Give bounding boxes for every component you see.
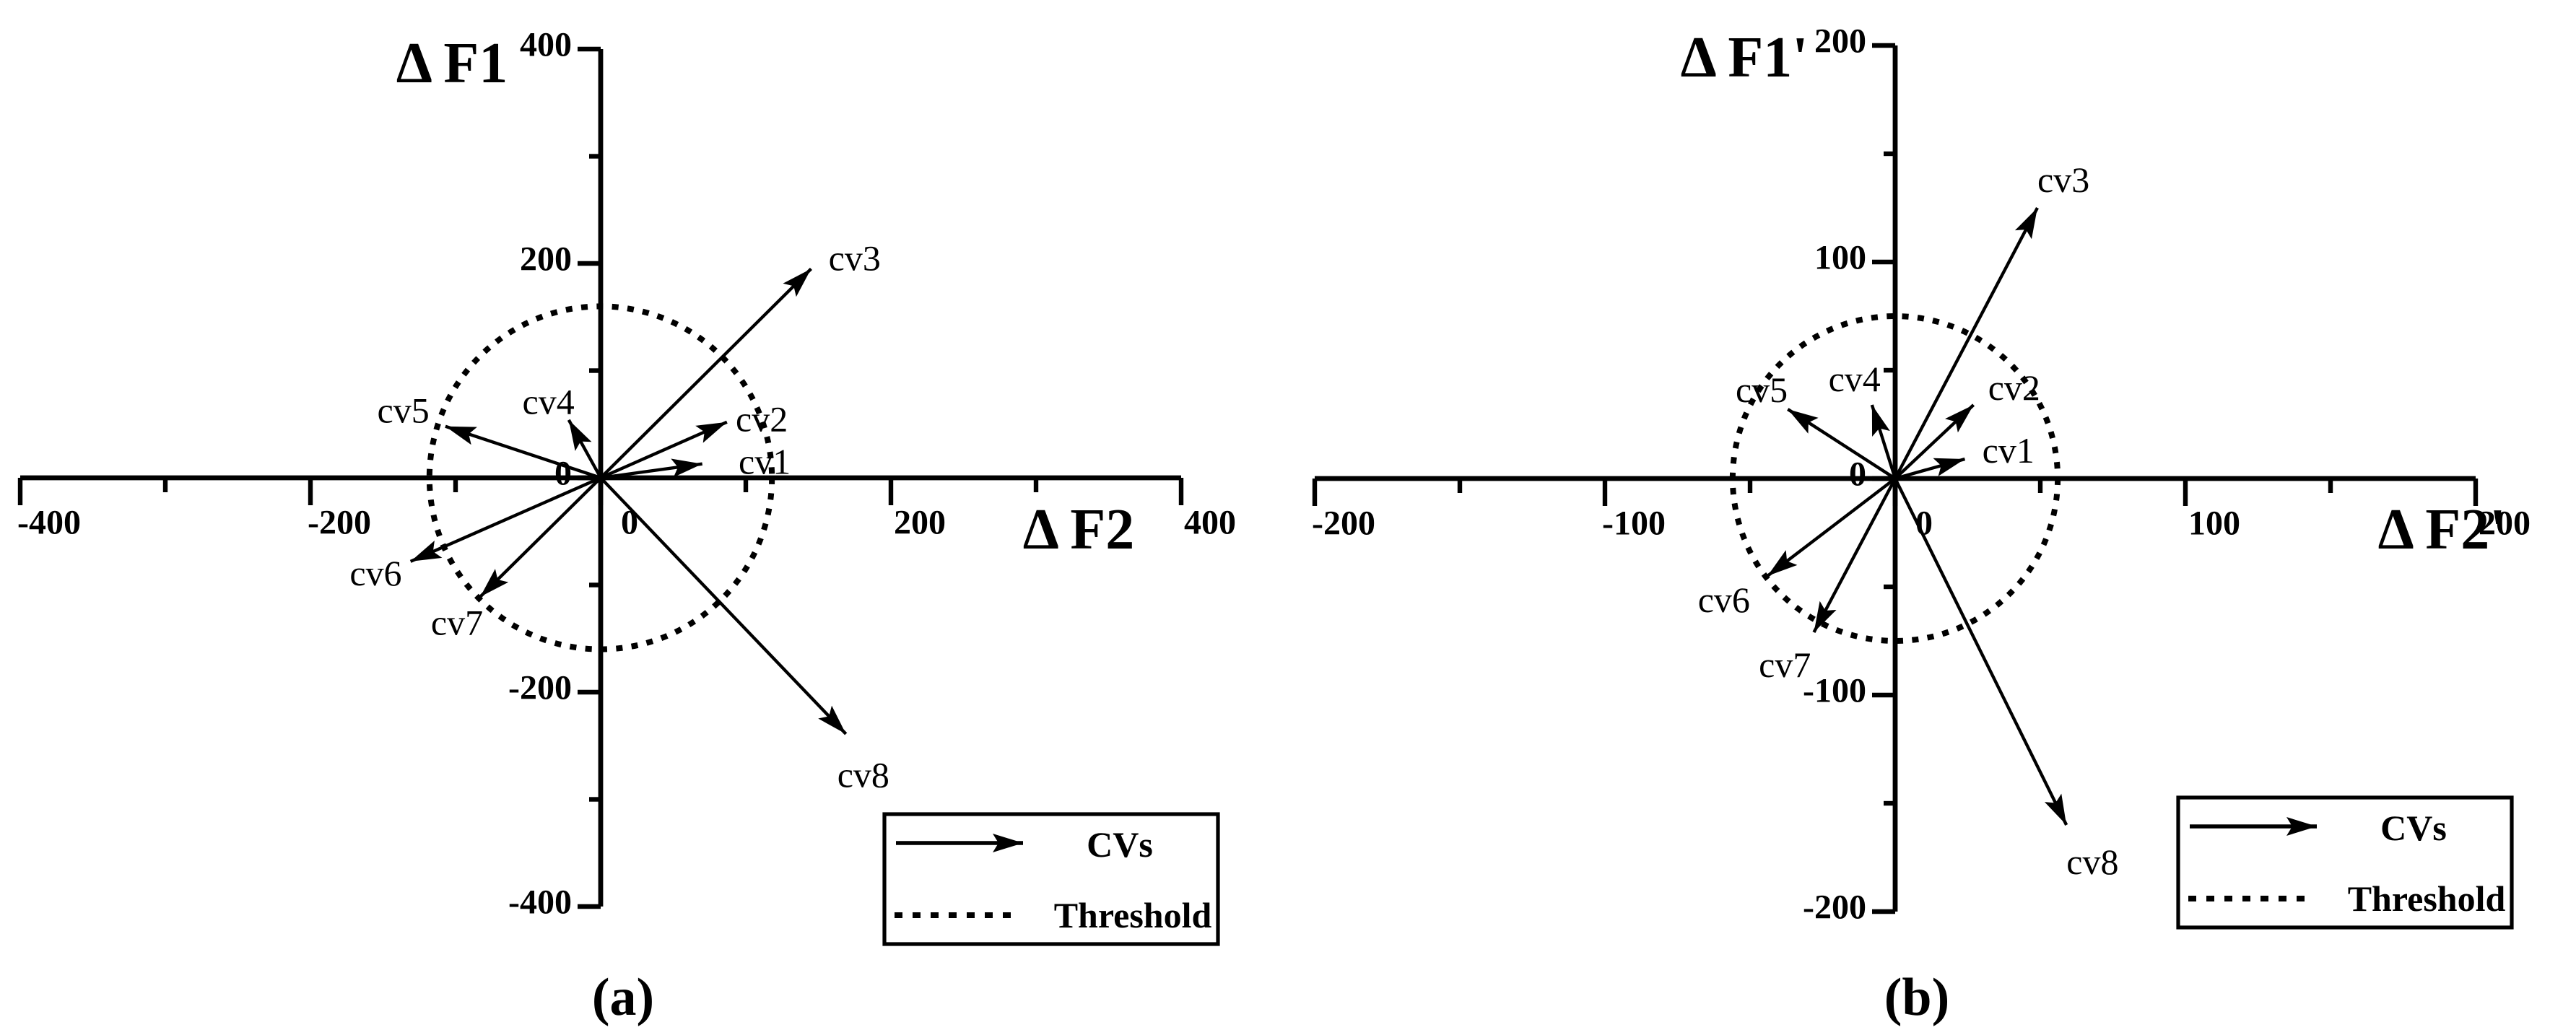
cv-label-cv1: cv1 (1983, 430, 2035, 471)
x-tick-label: -200 (1312, 505, 1375, 543)
cv-vector-cv1 (1894, 457, 1966, 481)
cv-label-cv6: cv6 (1698, 580, 1750, 620)
y-tick-label: -200 (1803, 888, 1866, 927)
legend-box (882, 812, 1220, 946)
cv-label-cv8: cv8 (2066, 842, 2118, 882)
y-tick-label: 200 (520, 240, 572, 279)
y-tick-label: 200 (1814, 22, 1866, 61)
panel-caption: (a) (592, 968, 654, 1027)
cv-label-cv2: cv2 (1988, 367, 2040, 408)
cv-vector-cv4 (1870, 404, 1897, 479)
panel-caption: (b) (1884, 968, 1949, 1027)
cv-vector-cv6 (1766, 477, 1897, 577)
cv-vector-cv4 (567, 419, 602, 479)
cv-vector-cv8 (599, 476, 848, 735)
x-axis-title: Δ F2' (2378, 498, 2506, 562)
x-tick-label: -100 (1602, 505, 1666, 543)
cv-vector-cv5 (445, 424, 601, 480)
x-tick-label: 400 (1184, 504, 1236, 542)
cv-label-cv7: cv7 (1759, 645, 1811, 685)
cv-vector-cv7 (479, 476, 602, 598)
y-tick-label: -400 (508, 883, 572, 922)
cv-vector-cv3 (599, 267, 813, 479)
y-tick-label: 100 (1814, 239, 1866, 277)
cv-vector-cv8 (1894, 478, 2068, 826)
cv-vector-cv2 (600, 420, 728, 480)
cv-label-cv3: cv3 (829, 238, 881, 279)
legend-threshold-label: Threshold (1054, 895, 1212, 935)
cv-label-cv1: cv1 (739, 442, 791, 482)
x-tick-label: 200 (2479, 505, 2531, 543)
cv-label-cv7: cv7 (431, 602, 483, 642)
cv-label-cv8: cv8 (837, 754, 889, 795)
x-tick-label: 100 (2188, 505, 2240, 543)
x-tick-label: 200 (894, 504, 946, 542)
cv-vector-cv1 (600, 458, 702, 480)
cv-vector-cv6 (409, 476, 601, 563)
legend-cvs-label: CVs (1087, 824, 1153, 865)
cv-label-cv3: cv3 (2037, 160, 2089, 200)
legend-cvs-label: CVs (2380, 808, 2447, 848)
cv-label-cv5: cv5 (378, 390, 430, 430)
cv-label-cv6: cv6 (349, 553, 401, 593)
y-tick-label: -200 (508, 669, 572, 707)
x-tick-label: -400 (17, 504, 81, 542)
y-tick-label: 400 (520, 26, 572, 64)
y-tick-label: 0 (1849, 455, 1866, 494)
legend-box (2176, 795, 2514, 930)
cv-vector-cv3 (1894, 206, 2039, 480)
cv-label-cv5: cv5 (1736, 370, 1788, 410)
cv-vector-cv5 (1787, 408, 1897, 480)
legend-threshold-label: Threshold (2348, 878, 2506, 919)
y-tick-label: 0 (554, 455, 572, 493)
cv-vector-cv7 (1812, 477, 1897, 634)
y-tick-label: -100 (1803, 672, 1866, 710)
x-axis-title: Δ F2 (1023, 498, 1135, 562)
y-axis-title: Δ F1' (1681, 26, 1809, 89)
x-tick-label: -200 (308, 504, 371, 542)
cv-vector-cv2 (1894, 403, 1975, 480)
y-axis-title: Δ F1 (396, 32, 508, 95)
cv-label-cv2: cv2 (736, 398, 788, 439)
cv-label-cv4: cv4 (1829, 359, 1881, 399)
cv-label-cv4: cv4 (523, 382, 575, 422)
